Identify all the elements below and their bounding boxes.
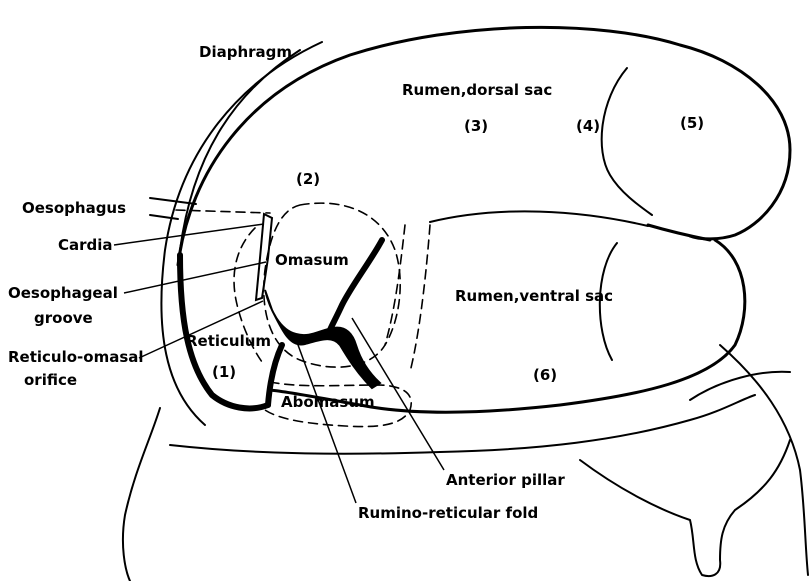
longitudinal-groove [430,211,648,226]
oesophagus-tube-bottom [150,215,178,219]
label-abomasum: Abomasum [281,393,375,411]
label-anterior-pillar: Anterior pillar [446,471,565,489]
label-oesophageal-groove-2: groove [34,309,93,327]
oesophageal-groove-leader [124,262,266,293]
rumino-reticular-leader [294,334,356,503]
label-reticulo-omasal-2: orifice [24,371,77,389]
caudal-groove [648,225,710,240]
oesophageal-groove-shape [256,214,272,300]
label-rumen-dorsal: Rumen,dorsal sac [402,81,552,99]
omasum-dashed-right [385,225,405,345]
number-5: (5) [680,114,704,132]
cardia-leader [114,224,264,245]
label-rumino-reticular-fold: Rumino-reticular fold [358,504,538,522]
number-6: (6) [533,366,557,384]
label-reticulum: Reticulum [186,332,271,350]
body-outline-left [123,408,160,581]
ruminoreticular-left [268,345,282,405]
rumino-reticular-fold-shape [265,290,380,388]
rumen-dorsal-wall [178,27,790,265]
number-3: (3) [464,117,488,135]
flank-line [690,372,790,400]
omasum-outline [264,203,400,367]
label-oesophagus: Oesophagus [22,199,126,217]
label-oesophageal-groove-1: Oesophageal [8,284,118,302]
label-reticulo-omasal-1: Reticulo-omasal [8,348,144,366]
label-omasum: Omasum [275,251,349,269]
number-4: (4) [576,117,600,135]
belly-line [170,395,755,454]
label-diaphragm: Diaphragm [199,43,292,61]
diaphragm-inner-line [180,50,300,250]
number-2: (2) [296,170,320,188]
label-cardia: Cardia [58,236,113,254]
udder-outline [580,440,790,576]
dorsal-coronary-line [602,68,652,215]
number-1: (1) [212,363,236,381]
label-rumen-ventral: Rumen,ventral sac [455,287,613,305]
omasum-dashed-far [410,225,430,372]
